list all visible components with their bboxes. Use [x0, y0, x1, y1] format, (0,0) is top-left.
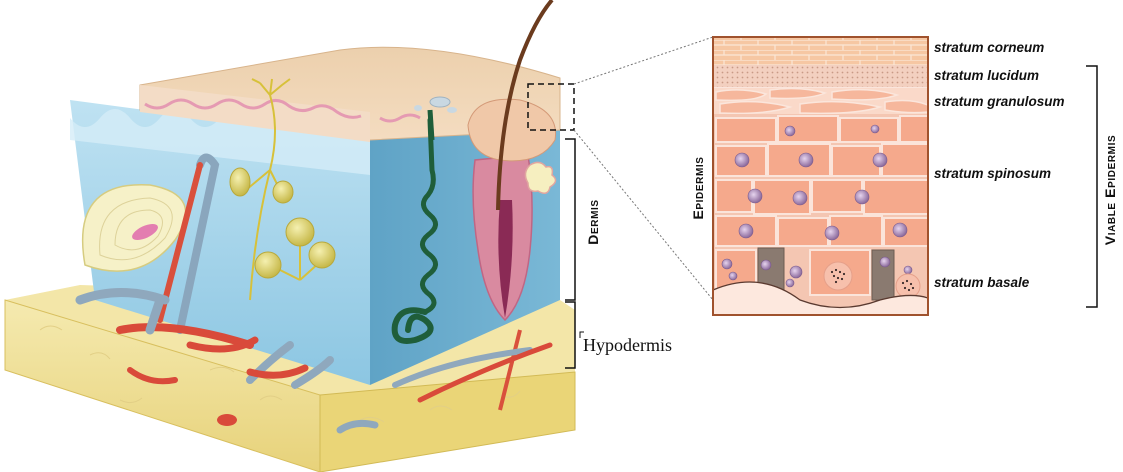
dermis-bracket — [565, 139, 575, 300]
label-stratum-lucidum: stratum lucidum — [934, 68, 1039, 83]
label-stratum-granulosum: stratum granulosum — [934, 94, 1065, 109]
epidermis-panel — [713, 37, 930, 315]
layer-corneum — [713, 37, 928, 65]
layer-lucidum — [713, 65, 928, 87]
label-stratum-corneum: stratum corneum — [934, 40, 1044, 55]
viable-epidermis-bracket — [1086, 66, 1097, 307]
dermis-label: Dermis — [585, 199, 601, 244]
viable-epidermis-label: Viable Epidermis — [1102, 135, 1118, 246]
layer-spinosum-basale — [713, 114, 930, 315]
label-stratum-basale: stratum basale — [934, 275, 1030, 290]
layer-granulosum — [713, 88, 928, 114]
epidermis-label: Epidermis — [690, 156, 706, 219]
hypodermis-label: Hypodermis — [583, 335, 672, 355]
skin-block — [5, 0, 575, 472]
label-stratum-spinosum: stratum spinosum — [934, 166, 1051, 181]
